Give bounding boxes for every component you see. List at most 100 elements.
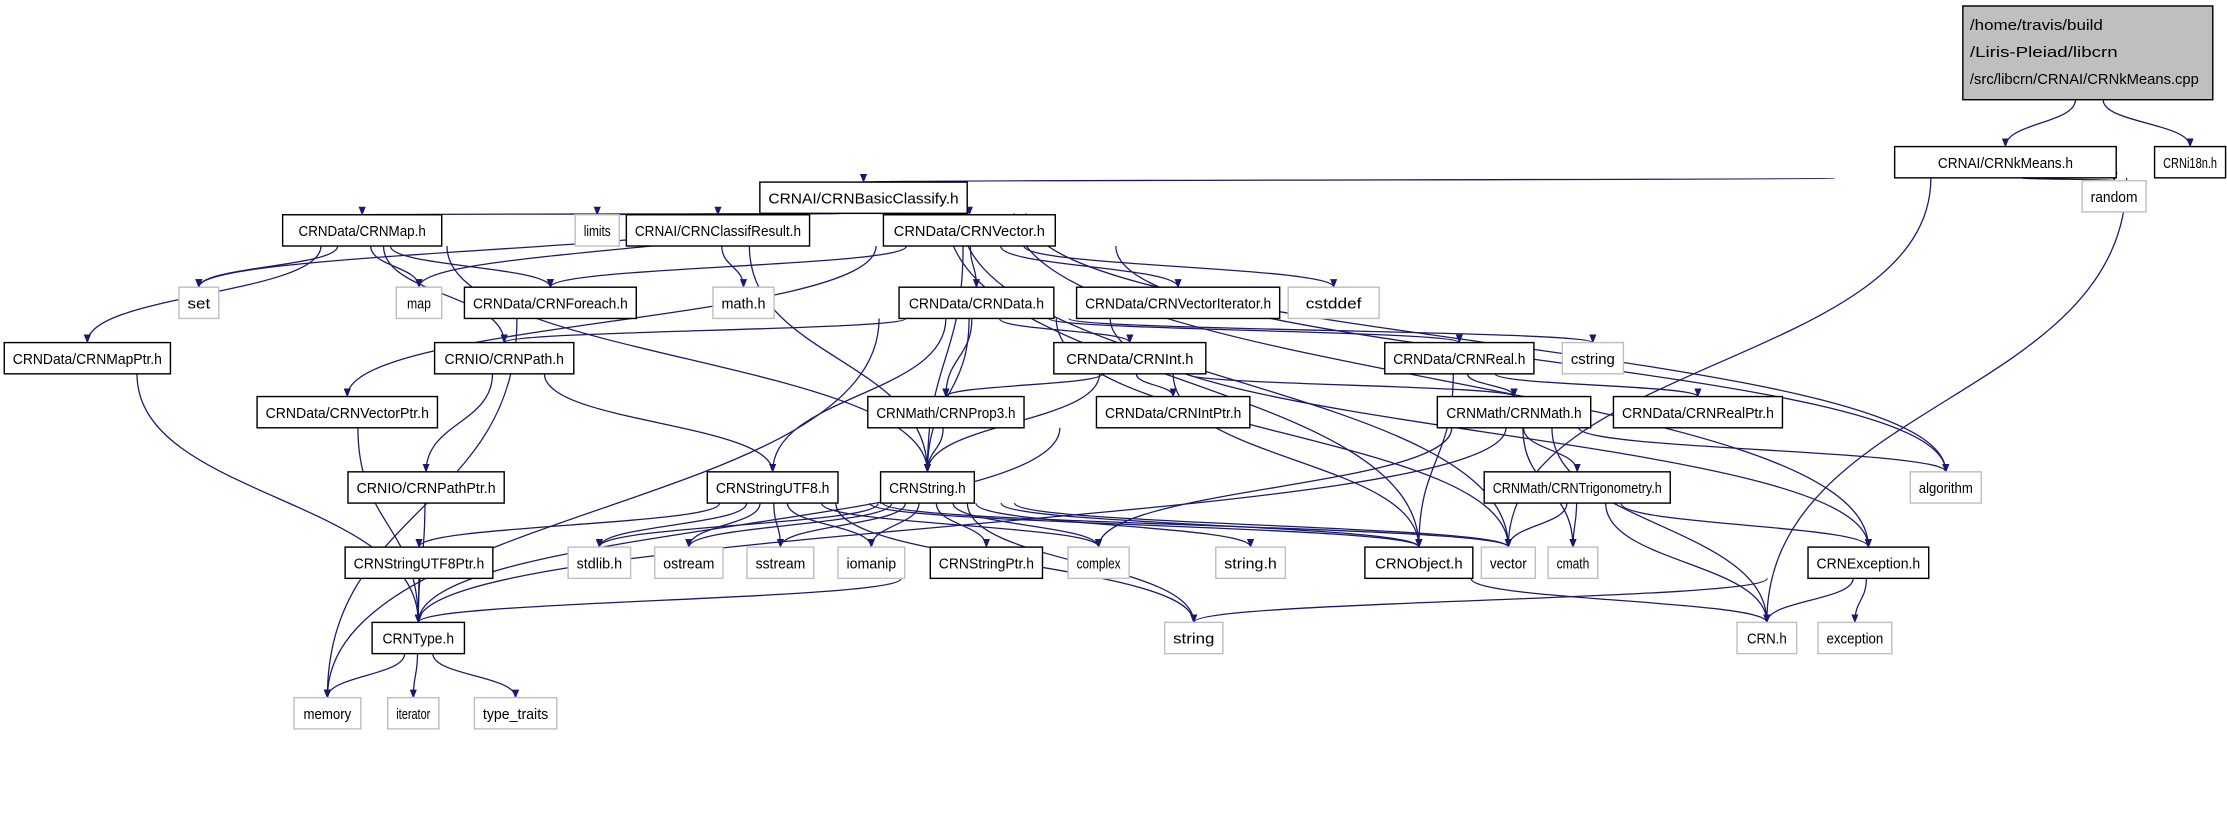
node-string[interactable]: string — [1163, 621, 1224, 655]
node-sstream[interactable]: sstream — [746, 546, 815, 580]
node-box — [256, 395, 439, 429]
node-string_h[interactable]: CRNString.h — [879, 471, 976, 504]
node-map_h[interactable]: CRNData/CRNMap.h — [281, 214, 443, 247]
edge-string_h-to-stringh — [975, 502, 1255, 549]
node-int[interactable]: CRNData/CRNInt.h — [1053, 341, 1207, 375]
node-iomanip[interactable]: iomanip — [837, 546, 906, 580]
node-classif[interactable]: CRNAI/CRNClassifResult.h — [625, 214, 811, 247]
edge-data-to-int — [998, 317, 1134, 344]
node-box — [1067, 546, 1130, 580]
node-label: CRNData/CRNData.h — [909, 297, 1044, 313]
node-i18n[interactable]: CRNi18n.h — [2153, 145, 2227, 179]
node-vecptr[interactable]: CRNData/CRNVectorPtr.h — [256, 395, 439, 429]
node-random[interactable]: random — [2081, 179, 2147, 213]
node-stdlib[interactable]: stdlib.h — [567, 546, 632, 580]
node-label: CRNData/CRNVectorPtr.h — [266, 406, 429, 422]
node-box — [867, 395, 1025, 429]
node-vector_h[interactable]: CRNData/CRNVector.h — [882, 214, 1056, 247]
node-label: stdlib.h — [577, 556, 622, 572]
edge-utf8-to-object — [868, 502, 1423, 549]
node-label: CRNData/CRNVector.h — [894, 224, 1045, 240]
node-limits[interactable]: limits — [574, 214, 620, 247]
node-mapptr[interactable]: CRNData/CRNMapPtr.h — [3, 341, 172, 375]
node-memory[interactable]: memory — [293, 696, 362, 730]
node-real[interactable]: CRNData/CRNReal.h — [1384, 341, 1535, 375]
node-math[interactable]: CRNMath/CRNMath.h — [1436, 395, 1592, 429]
node-type_traits[interactable]: type_traits — [473, 696, 558, 730]
node-label: string — [1173, 632, 1214, 648]
edge-int-to-intptr — [1135, 373, 1177, 398]
node-realptr[interactable]: CRNData/CRNRealPtr.h — [1612, 395, 1784, 429]
node-path[interactable]: CRNIO/CRNPath.h — [433, 341, 575, 375]
edge-utf8-to-utf8ptr — [415, 502, 721, 549]
node-label: CRNIO/CRNPath.h — [445, 352, 564, 368]
node-label: ostream — [663, 556, 714, 572]
node-box — [1095, 395, 1251, 429]
node-vecit[interactable]: CRNData/CRNVectorIterator.h — [1075, 286, 1281, 320]
node-foreach[interactable]: CRNData/CRNForeach.h — [463, 286, 637, 320]
node-kmeans[interactable]: CRNAI/CRNkMeans.h — [1893, 145, 2117, 179]
node-prop3[interactable]: CRNMath/CRNProp3.h — [867, 395, 1025, 429]
node-algorithm[interactable]: algorithm — [1909, 471, 1983, 504]
edge-type-to-memory — [323, 653, 406, 699]
node-cstring[interactable]: cstring — [1561, 341, 1625, 375]
node-mathh[interactable]: math.h — [712, 286, 775, 320]
node-strptr[interactable]: CRNStringPtr.h — [929, 546, 1044, 580]
edge-exc_h-to-crn — [1763, 578, 1854, 624]
node-cstddef[interactable]: cstddef — [1287, 286, 1380, 320]
node-crn[interactable]: CRN.h — [1736, 621, 1798, 655]
node-object[interactable]: CRNObject.h — [1364, 546, 1474, 580]
node-trig[interactable]: CRNMath/CRNTrigonometry.h — [1483, 471, 1671, 504]
node-label: CRNData/CRNMap.h — [299, 224, 426, 240]
edge-map_h-to-path — [382, 246, 508, 344]
node-data[interactable]: CRNData/CRNData.h — [898, 286, 1055, 320]
node-label: string.h — [1224, 556, 1277, 572]
node-complex[interactable]: complex — [1067, 546, 1130, 580]
node-vector[interactable]: vector — [1480, 546, 1537, 580]
node-utf8[interactable]: CRNStringUTF8.h — [706, 471, 839, 504]
node-box — [293, 696, 362, 730]
edge-data-to-string_h — [923, 318, 970, 473]
node-cmath[interactable]: cmath — [1547, 546, 1599, 580]
edge-utf8ptr-to-type — [414, 578, 422, 624]
edge-data-to-path — [500, 317, 907, 344]
edge-foreach-to-memory — [323, 318, 518, 699]
node-intptr[interactable]: CRNData/CRNIntPtr.h — [1095, 395, 1251, 429]
node-root[interactable]: /home/travis/build/Liris-Pleiad/libcrn/s… — [1962, 5, 2214, 101]
edge-int-to-math — [1186, 373, 1518, 398]
node-exc_h[interactable]: CRNException.h — [1807, 546, 1930, 580]
node-utf8ptr[interactable]: CRNStringUTF8Ptr.h — [344, 546, 494, 580]
node-box — [1909, 471, 1983, 504]
edge-root-to-kmeans — [2001, 99, 2077, 148]
node-ostream[interactable]: ostream — [654, 546, 724, 580]
nodes-layer: /home/travis/build/Liris-Pleiad/libcrn/s… — [3, 5, 2227, 730]
node-label: CRNException.h — [1817, 556, 1921, 572]
node-label: CRNStringUTF8.h — [716, 481, 830, 497]
edge-data-to-cstring — [1068, 317, 1597, 344]
node-type[interactable]: CRNType.h — [371, 621, 466, 655]
node-box — [1163, 621, 1224, 655]
node-exception[interactable]: exception — [1817, 621, 1893, 655]
node-box — [1612, 395, 1784, 429]
node-box — [3, 341, 172, 375]
node-basic[interactable]: CRNAI/CRNBasicClassify.h — [759, 181, 968, 215]
edge-vector_h-to-vecit — [1000, 245, 1182, 289]
node-box — [433, 341, 575, 375]
edge-string_h-to-object — [1000, 502, 1423, 549]
node-pathptr[interactable]: CRNIO/CRNPathPtr.h — [347, 471, 505, 504]
node-stringh[interactable]: string.h — [1215, 546, 1287, 580]
node-box — [1893, 145, 2117, 179]
node-label: CRNStringUTF8Ptr.h — [354, 556, 485, 572]
node-set[interactable]: set — [178, 286, 220, 320]
node-map[interactable]: map — [395, 286, 443, 320]
edge-map_h-to-set — [195, 245, 339, 289]
edge-classif-to-string_h — [748, 246, 932, 473]
edge-utf8-to-ostream — [685, 502, 761, 549]
edge-kmeans-to-basic — [862, 173, 1835, 183]
node-iterator[interactable]: iterator — [387, 696, 440, 730]
node-box — [347, 471, 505, 504]
node-box — [625, 214, 811, 247]
edge-vector_h-to-data — [969, 246, 981, 289]
edge-object-to-crn — [1470, 578, 1771, 624]
node-label: type_traits — [483, 707, 548, 723]
